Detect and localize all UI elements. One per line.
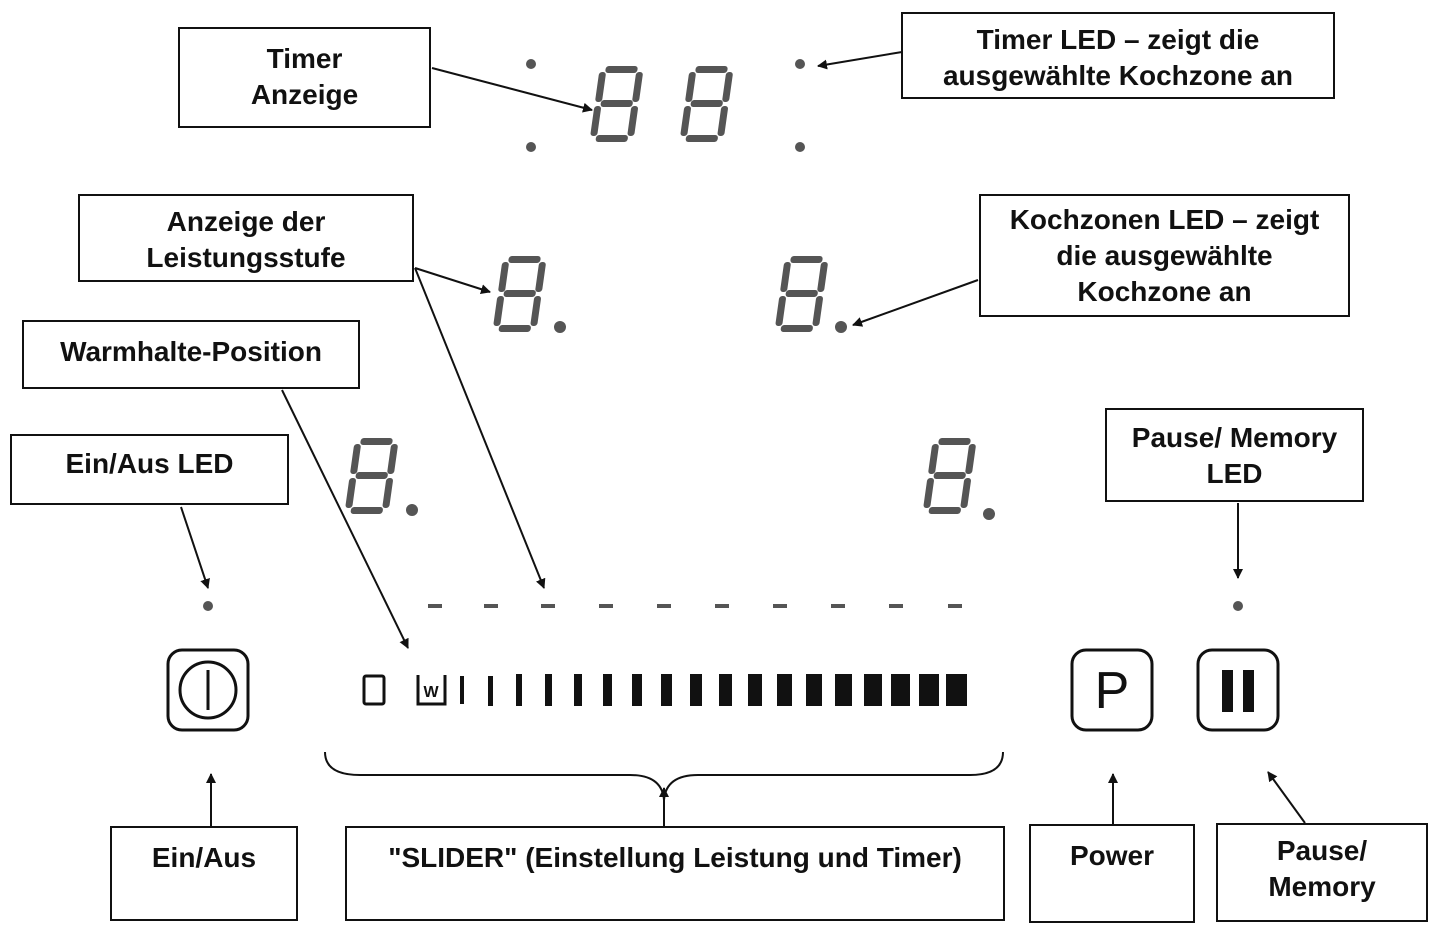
pause-memory-led xyxy=(1233,601,1243,611)
pause-icon xyxy=(1222,670,1254,712)
keep-warm-glyph: W xyxy=(423,684,439,701)
timer-digit-1 xyxy=(589,66,644,142)
callout-pause-memory-led: Pause/ Memory LED xyxy=(1105,408,1364,502)
leader-pause-memory xyxy=(1267,771,1306,824)
leader-zone-led xyxy=(852,279,979,327)
callout-timer-led: Timer LED – zeigt die ausgewählte Kochzo… xyxy=(901,12,1335,99)
zone-led-dot xyxy=(983,508,995,520)
leader-timer-led xyxy=(817,51,903,70)
timer-led-dot xyxy=(795,142,805,152)
zone-led-dot xyxy=(835,321,847,333)
callout-slider: "SLIDER" (Einstellung Leistung und Timer… xyxy=(345,826,1005,921)
power-symbol-icon xyxy=(178,660,238,720)
timer-led-dot xyxy=(526,59,536,69)
zone-digit-rear-right xyxy=(774,256,829,332)
slider[interactable]: W xyxy=(362,674,967,706)
leader-onoff-led xyxy=(180,506,210,589)
slider-steps[interactable] xyxy=(460,674,967,706)
timer-led-dot xyxy=(795,59,805,69)
zone-led-dot xyxy=(554,321,566,333)
zone-digit-front-left xyxy=(344,438,399,514)
pause-key[interactable] xyxy=(1196,648,1280,732)
power-key[interactable]: P xyxy=(1070,648,1154,732)
zone-led-dot xyxy=(406,504,418,516)
callout-timer-display: Timer Anzeige xyxy=(178,27,431,128)
leader-power-level-2 xyxy=(414,267,546,589)
timer-digit-2 xyxy=(679,66,734,142)
zone-displays xyxy=(344,256,995,520)
onoff-led xyxy=(203,601,213,611)
leader-timer-display xyxy=(431,67,593,113)
leader-lines xyxy=(180,51,1306,826)
slider-zero-position[interactable] xyxy=(362,674,386,706)
callout-power: Power xyxy=(1029,824,1195,923)
callout-pause-memory: Pause/ Memory xyxy=(1216,823,1428,922)
slider-level-dashes xyxy=(428,604,962,608)
callout-power-level-display: Anzeige der Leistungsstufe xyxy=(78,194,414,282)
slider-keep-warm-position[interactable]: W xyxy=(416,675,447,706)
letter-p-icon: P xyxy=(1095,662,1130,720)
callout-keep-warm: Warmhalte-Position xyxy=(22,320,360,389)
onoff-key[interactable] xyxy=(166,648,250,732)
callout-onoff-led: Ein/Aus LED xyxy=(10,434,289,505)
leader-power-level-1 xyxy=(414,267,491,295)
zone-digit-rear-left xyxy=(492,256,547,332)
zone-digit-front-right xyxy=(922,438,977,514)
leader-keep-warm xyxy=(281,389,409,649)
callout-onoff: Ein/Aus xyxy=(110,826,298,921)
timer-display xyxy=(526,59,805,152)
timer-led-dot xyxy=(526,142,536,152)
callout-zone-led: Kochzonen LED – zeigt die ausgewählte Ko… xyxy=(979,194,1350,317)
